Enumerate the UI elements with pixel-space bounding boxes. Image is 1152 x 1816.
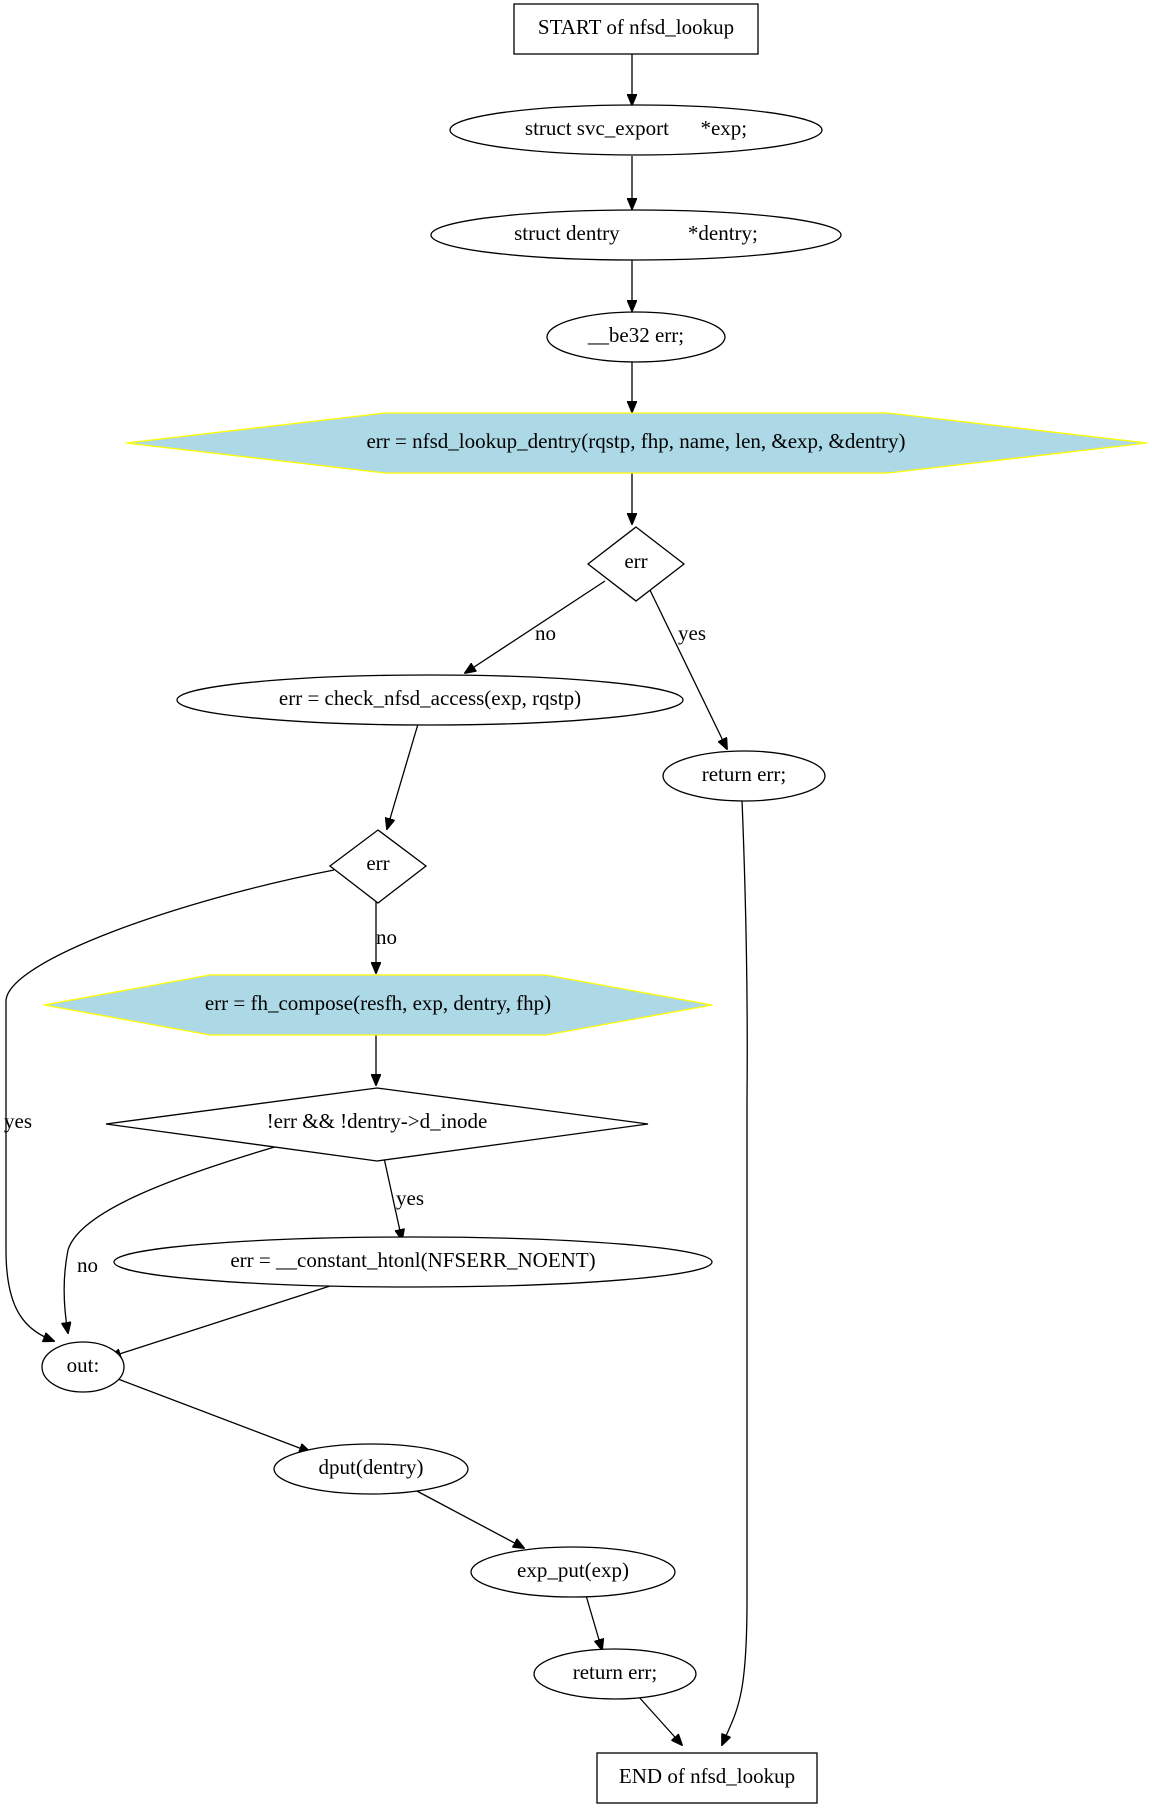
edge-dput-to-expput — [414, 1489, 524, 1548]
edge-inode-yes — [383, 1157, 402, 1240]
node-return-err2: return err; — [533, 1648, 697, 1700]
node-cond-err1: err — [586, 526, 686, 602]
edge-label-cond2-no: no — [376, 925, 397, 949]
edge-cond2-yes — [5, 869, 335, 1341]
svg-text:err = nfsd_lookup_dentry(rqstp: err = nfsd_lookup_dentry(rqstp, fhp, nam… — [366, 429, 905, 453]
node-lookup-dentry: err = nfsd_lookup_dentry(rqstp, fhp, nam… — [125, 412, 1148, 474]
svg-text:return err;: return err; — [573, 1660, 658, 1684]
node-exp-put: exp_put(exp) — [470, 1546, 676, 1598]
edge-label-inode-yes: yes — [396, 1186, 424, 1210]
edge-inode-no — [64, 1145, 279, 1333]
svg-text:struct dentry *den: struct dentry *dentry; — [514, 221, 758, 245]
node-return-err1: return err; — [662, 750, 826, 802]
svg-text:__be32 err;: __be32 err; — [587, 323, 684, 347]
svg-text:struct svc_export *exp;: struct svc_export *exp; — [525, 116, 747, 140]
svg-text:dput(dentry): dput(dentry) — [319, 1455, 424, 1479]
svg-text:out:: out: — [67, 1353, 100, 1377]
edge-noent-to-out — [110, 1285, 331, 1357]
node-decl-err: __be32 err; — [546, 311, 726, 363]
svg-text:err: err — [624, 549, 647, 573]
node-start: START of nfsd_lookup — [513, 3, 759, 55]
edge-label-inode-no: no — [77, 1253, 98, 1277]
svg-text:err = __constant_htonl(NFSERR_: err = __constant_htonl(NFSERR_NOENT) — [230, 1248, 595, 1272]
svg-text:err: err — [366, 851, 389, 875]
node-cond-inode: !err && !dentry->d_inode — [105, 1087, 649, 1162]
edge-label-cond-yes: yes — [678, 621, 706, 645]
node-check-access: err = check_nfsd_access(exp, rqstp) — [176, 674, 684, 726]
node-fh-compose: err = fh_compose(resfh, exp, dentry, fhp… — [43, 974, 713, 1036]
node-set-noent: err = __constant_htonl(NFSERR_NOENT) — [113, 1236, 713, 1288]
node-decl-exp: struct svc_export *exp; — [449, 104, 823, 156]
node-dput: dput(dentry) — [273, 1443, 469, 1495]
svg-text:exp_put(exp): exp_put(exp) — [517, 1558, 629, 1582]
node-out-label: out: — [41, 1341, 125, 1393]
svg-text:!err && !dentry->d_inode: !err && !dentry->d_inode — [267, 1109, 488, 1133]
svg-text:START of nfsd_lookup: START of nfsd_lookup — [538, 15, 734, 39]
edges — [5, 54, 748, 1745]
edge-return-to-end — [637, 1695, 682, 1745]
svg-text:return err;: return err; — [702, 762, 787, 786]
edge-label-cond2-yes: yes — [4, 1109, 32, 1133]
edge-expput-to-return — [584, 1591, 602, 1650]
svg-text:err = fh_compose(resfh, exp, d: err = fh_compose(resfh, exp, dentry, fhp… — [205, 991, 551, 1015]
svg-text:END of nfsd_lookup: END of nfsd_lookup — [619, 1764, 795, 1788]
edge-access-to-cond2 — [387, 723, 419, 829]
edge-out-to-dput — [117, 1378, 310, 1452]
node-end: END of nfsd_lookup — [596, 1752, 818, 1804]
node-cond-err2: err — [328, 829, 428, 904]
edge-cond-no — [465, 580, 606, 673]
edge-return1-to-end — [722, 799, 748, 1745]
edge-cond-yes — [647, 585, 727, 749]
node-decl-dentry: struct dentry *dentry; — [430, 209, 842, 261]
svg-text:err = check_nfsd_access(exp, r: err = check_nfsd_access(exp, rqstp) — [279, 686, 581, 710]
edge-labels: no yes no yes yes no — [4, 621, 706, 1277]
edge-label-cond-no: no — [535, 621, 556, 645]
